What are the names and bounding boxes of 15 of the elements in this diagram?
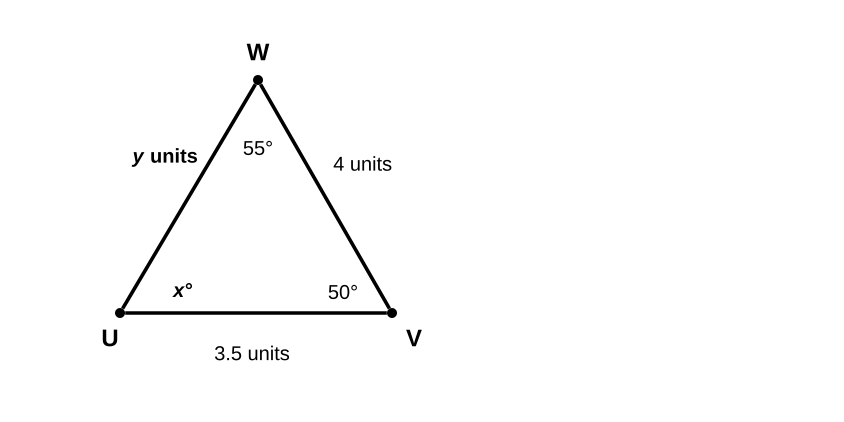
- vertex-dot: [387, 308, 397, 318]
- vertex-label: V: [406, 330, 422, 346]
- side-length-label: y units: [132, 148, 197, 167]
- vertex-label: U: [102, 330, 118, 346]
- vertex-dot: [253, 75, 263, 85]
- side-length-label: 4 units: [334, 156, 392, 171]
- triangle-side: [259, 84, 391, 310]
- vertex-label: W: [246, 44, 270, 60]
- triangle-side: [121, 84, 257, 310]
- side-length-label: 3.5 units: [214, 346, 290, 360]
- vertex-dot: [115, 308, 125, 318]
- angle-label: 55°: [244, 140, 272, 156]
- angle-label: x°: [172, 283, 192, 297]
- angle-label: 50°: [328, 284, 357, 300]
- triangle-side: [125, 311, 387, 315]
